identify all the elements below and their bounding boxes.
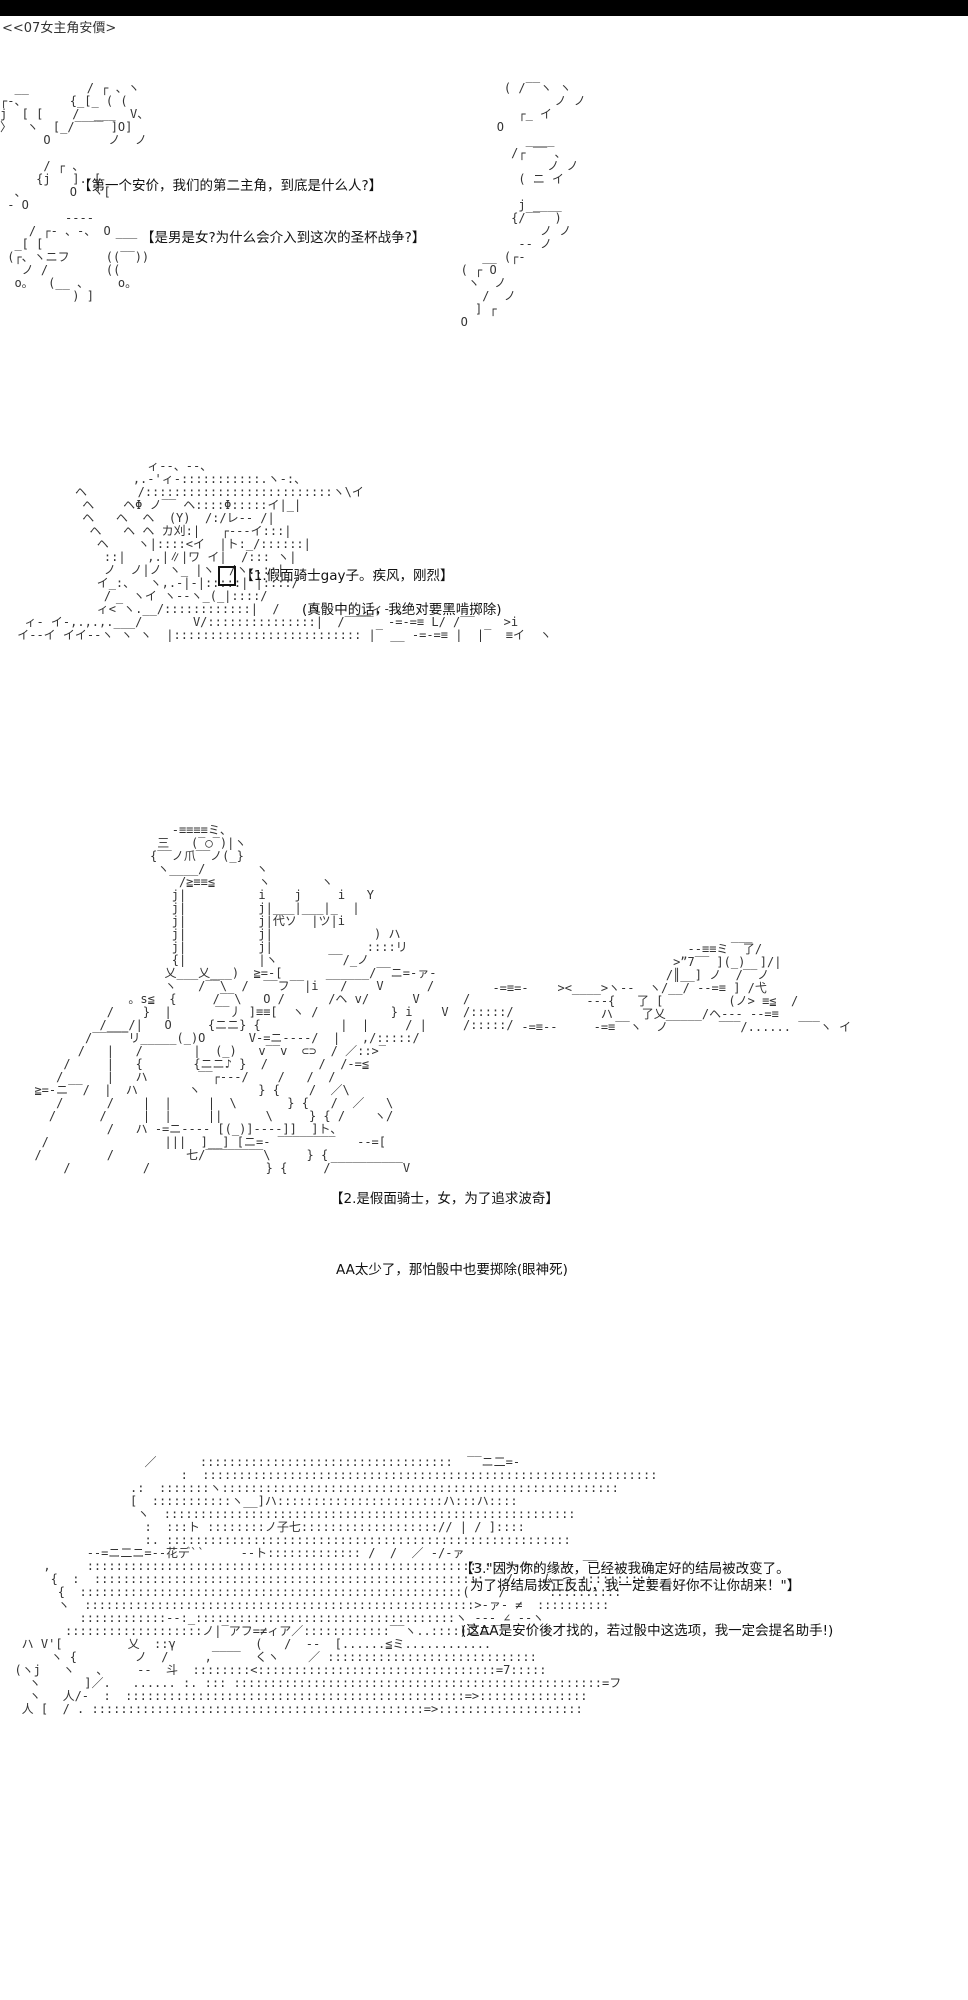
panel2-caption-1: 【1.假面骑士gay子。疾风，刚烈】 — [218, 564, 454, 586]
panel4-caption-1: 【3."因为你的缘故，已经被我确定好的结局被改变了。 — [460, 1561, 790, 1577]
ascii-art-right-figure: ( /‾‾ヽ ヽ ノ ノ ┌_ イ O ____ /┌ ‾‾ 、 ノ ノ ( ニ… — [460, 81, 586, 329]
square-icon — [218, 566, 236, 586]
ascii-art-rider-kick: ‐≡≡≡≡ミ、 三 (‾◯‾)|ヽ {‾‾ノ爪‾‾ノ(_} ヽ____/ ヽ /… — [34, 823, 514, 1175]
top-bar — [0, 0, 968, 16]
panel2-caption-1-text: 【1.假面骑士gay子。疾风，刚烈】 — [240, 568, 454, 584]
ascii-art-enemy: ___ ‐‐≡≡ミ 了/ >”7‾‾ ](_) ]/| /║__] ノ /‾‾ノ… — [492, 929, 852, 1034]
panel4-caption-3: (这AA是安价後才找的，若过骰中这选项，我一定会提名助手!) — [461, 1623, 834, 1639]
panel2-caption-2: (真骰中的话，我绝对要黑啃掷除) — [302, 602, 502, 618]
ascii-art-masked-rider: ィ‐‐、‐‐、 ,.‐'ィ‐:::::::::::.ヽ‐:、 ヘ /::::::… — [17, 459, 552, 642]
ascii-art-left-figure: __ / ┌ 、ヽ ┌-、 {_[_ ( ( j [ [ / ___ V、 〉 … — [0, 81, 150, 303]
ascii-art-crowned-figure: ／ ::::::::::::::::::::::::::::::::::: ‾‾… — [14, 1455, 658, 1716]
page-title: <<07女主角安價> — [2, 21, 117, 36]
panel3-caption-2: AA太少了，那怕骰中也要掷除(眼神死) — [336, 1262, 568, 1278]
panel1-caption-2: 【是男是女?为什么会介入到这次的圣杯战争?】 — [141, 230, 426, 246]
panel1-caption-1: 【第一个安价，我们的第二主角，到底是什么人?】 — [78, 178, 383, 194]
panel3-caption-1: 【2.是假面骑士，女，为了追求波奇】 — [330, 1191, 559, 1207]
panel4-caption-2: 为了将结局拨正反乱，我一定要看好你不让你胡来！"】 — [470, 1578, 801, 1594]
